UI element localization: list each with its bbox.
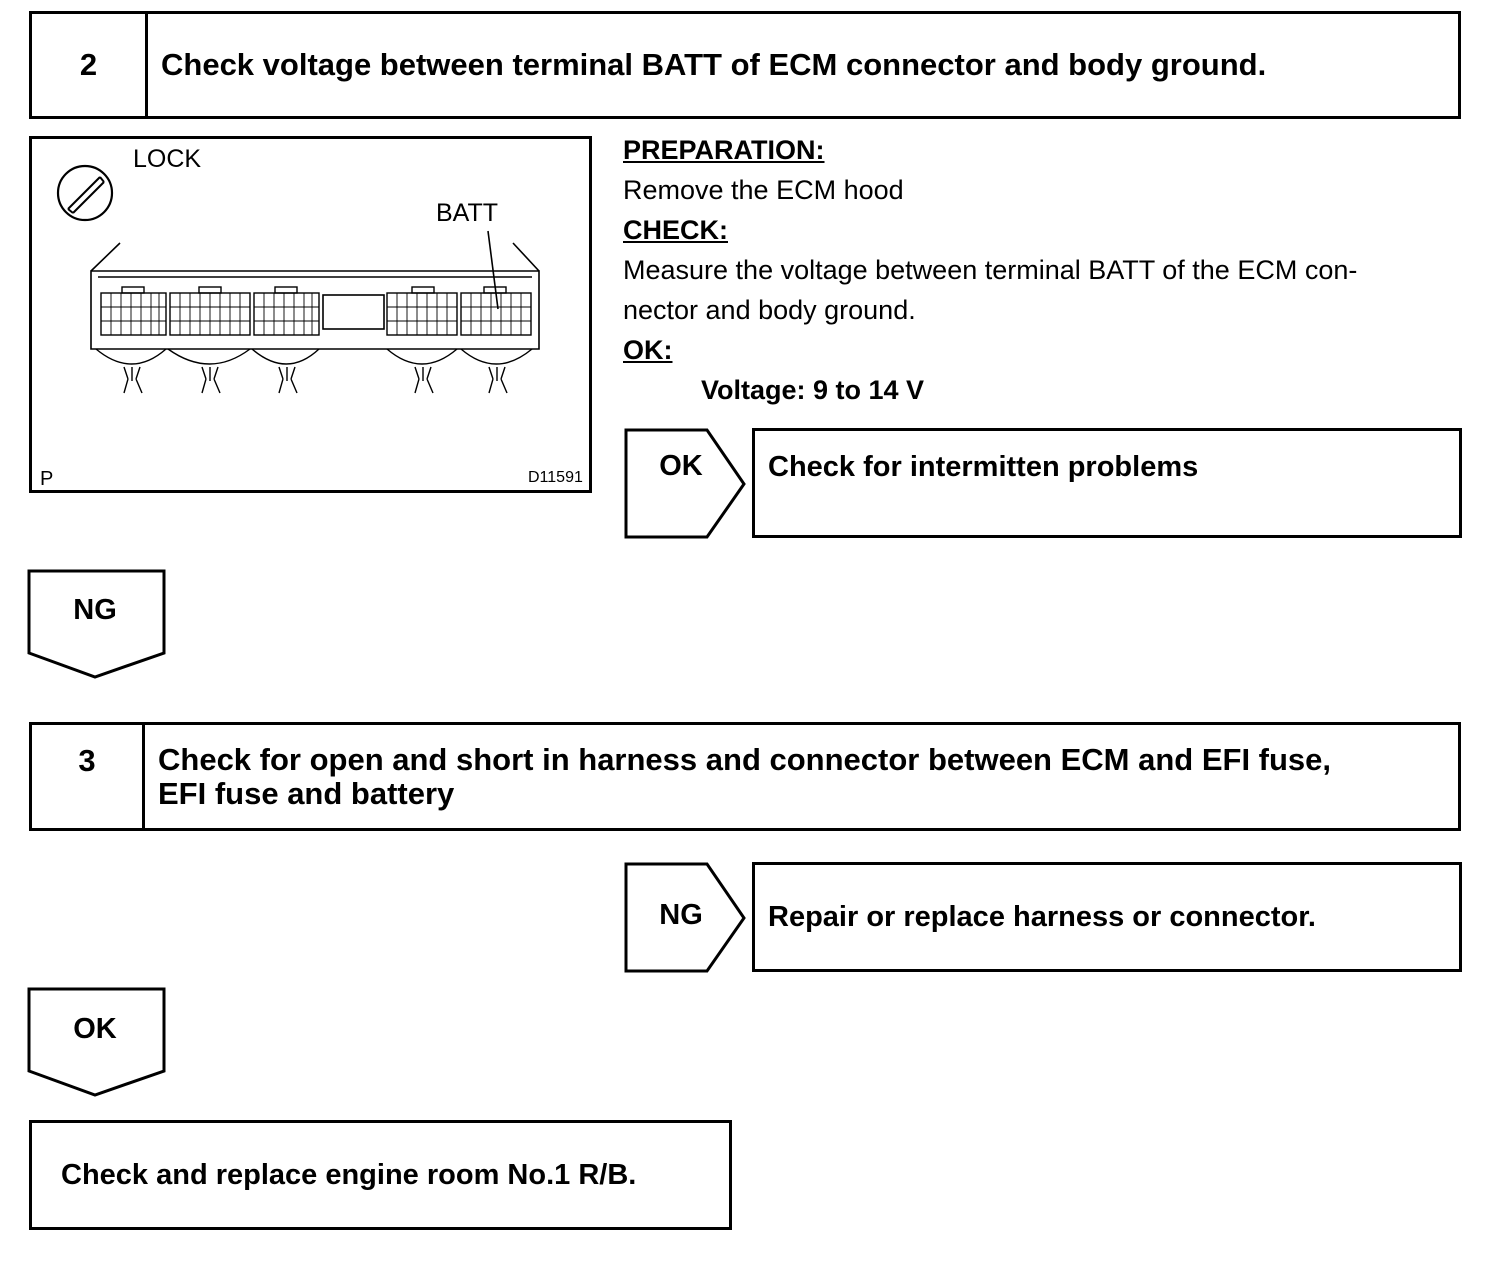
step-2-ok-arrow-icon: [624, 428, 746, 539]
step-title: Check for open and short in harness and …: [145, 725, 1458, 828]
lock-label: LOCK: [133, 145, 202, 173]
connector-housing: [90, 242, 540, 350]
step-2-ok-result-box: Check for intermitten problems: [752, 428, 1462, 538]
step-2-ng-tag: NG: [73, 594, 117, 626]
final-action-box: Check and replace engine room No.1 R/B.: [29, 1120, 732, 1230]
step-3-ok-tag: OK: [73, 1013, 117, 1045]
ecm-connector-figure: LOCK BATT P D11591: [29, 136, 592, 493]
step-title-line-1: Check for open and short in harness and …: [158, 741, 1332, 777]
lock-symbol-icon: [56, 164, 114, 222]
terminal-grid: [101, 293, 531, 335]
preparation-heading: PREPARATION:: [623, 135, 825, 165]
ok-heading: OK:: [623, 335, 673, 365]
step-2-ng-arrow-icon: [27, 569, 166, 679]
wire-harnesses: [95, 348, 533, 394]
ecm-connector-illustration: [56, 164, 540, 394]
step-number: 2: [32, 14, 148, 116]
step-2-ok-result-text: Check for intermitten problems: [768, 451, 1199, 483]
step-title: Check voltage between terminal BATT of E…: [161, 47, 1267, 82]
figure-code: D11591: [528, 469, 583, 486]
step-3-ng-tag: NG: [659, 899, 703, 931]
step-3-header: 3 Check for open and short in harness an…: [29, 722, 1461, 831]
figure-corner-label: P: [40, 468, 54, 490]
step-3-ng-arrow-icon: [624, 862, 746, 973]
step-3-ok-arrow-icon: [27, 987, 166, 1097]
step-title-line-2: EFI fuse and battery: [158, 775, 455, 811]
step-number: 3: [32, 725, 145, 828]
check-text-line-1: Measure the voltage between terminal BAT…: [623, 255, 1358, 285]
preparation-text: Remove the ECM hood: [623, 175, 904, 205]
batt-leader-line: [487, 230, 499, 310]
batt-label: BATT: [436, 199, 499, 227]
ok-spec: Voltage: 9 to 14 V: [701, 375, 925, 405]
instructions-block: PREPARATION: Remove the ECM hood CHECK: …: [623, 130, 1473, 410]
step-2-header: 2 Check voltage between terminal BATT of…: [29, 11, 1461, 119]
connector-blocks: [100, 286, 532, 336]
step-3-ng-result-box: Repair or replace harness or connector.: [752, 862, 1462, 972]
check-text-line-2: nector and body ground.: [623, 295, 916, 325]
step-2-ok-tag: OK: [659, 450, 703, 482]
final-action-text: Check and replace engine room No.1 R/B.: [61, 1158, 637, 1191]
check-heading: CHECK:: [623, 215, 728, 245]
step-3-ng-result-text: Repair or replace harness or connector.: [768, 900, 1316, 933]
